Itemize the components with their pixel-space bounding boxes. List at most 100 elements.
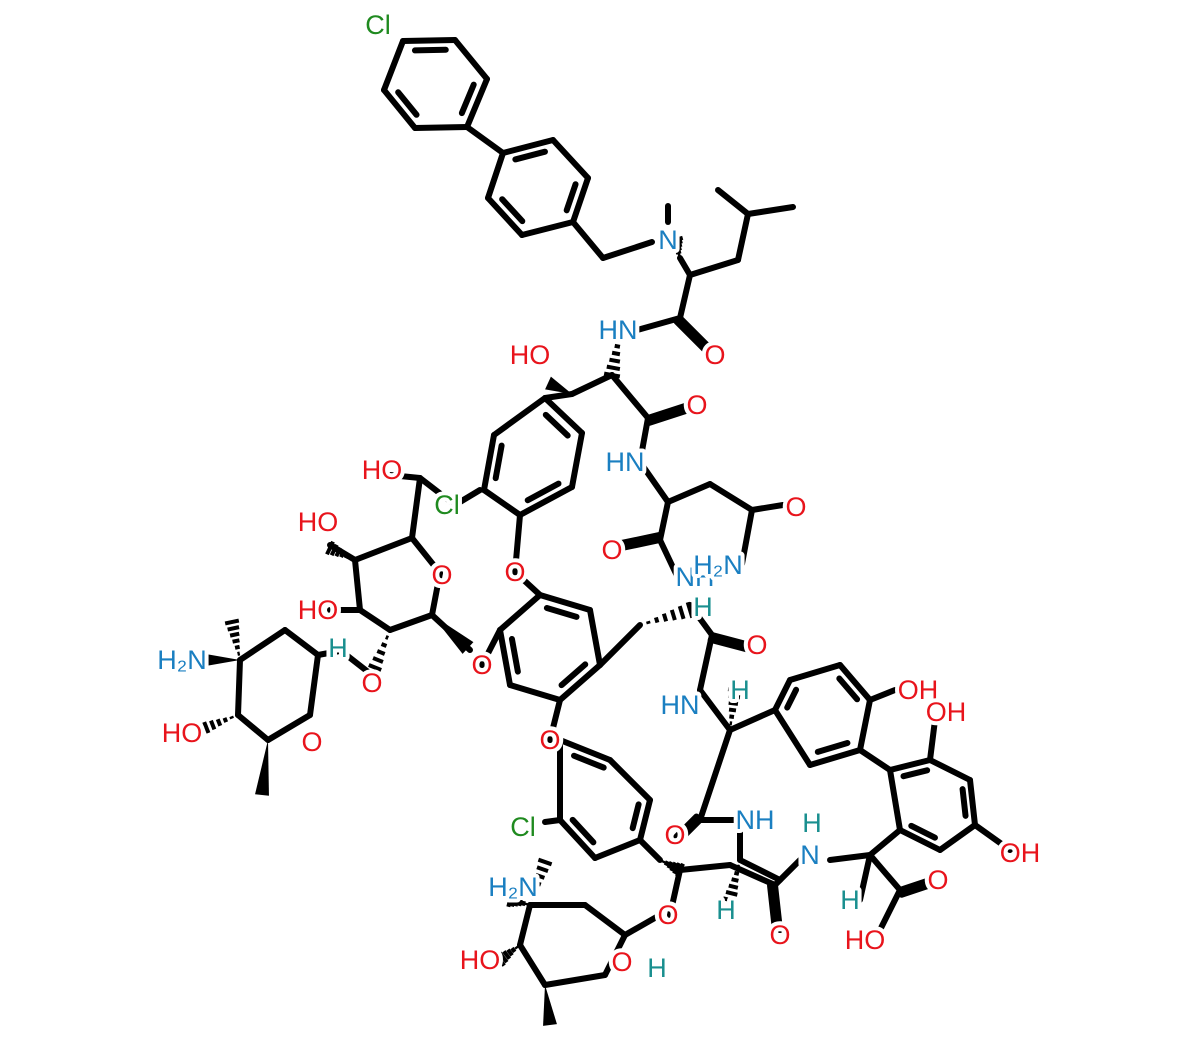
bond-49: [637, 415, 651, 465]
hash-bond-113: [380, 642, 388, 648]
hash-bond-28: [675, 249, 682, 255]
bond-43: [569, 372, 615, 397]
bond-99: [352, 557, 363, 613]
double-bond-36: [673, 318, 710, 355]
bond-121: [235, 657, 243, 718]
hash-bond-105: [339, 549, 346, 559]
aromatic-bond-56: [542, 411, 571, 439]
aromatic-bond-17: [563, 181, 579, 214]
bond-120: [235, 712, 271, 743]
atom-label-oh-2: OH: [926, 697, 967, 727]
hash-bond-32: [666, 235, 684, 245]
aromatic-bond-147: [629, 801, 642, 832]
aromatic-bond-58: [492, 442, 505, 482]
bond-216: [897, 827, 943, 853]
hash-bond-112: [385, 635, 389, 640]
bond-197: [697, 727, 733, 823]
hash-bond-155: [672, 862, 682, 875]
bond-205: [807, 747, 863, 768]
bond-13: [519, 219, 576, 238]
bond-158: [677, 862, 733, 873]
bond-34: [627, 315, 683, 335]
hash-bond-129: [232, 638, 240, 644]
double-bond-199: [673, 813, 700, 840]
hash-bond-133: [229, 715, 234, 720]
atom-label-ho-4: HO: [460, 945, 501, 975]
hash-bond-135: [215, 718, 223, 727]
hash-bond-193: [728, 700, 739, 706]
hash-bond-29: [673, 246, 682, 252]
atom-label-o-3: O: [785, 492, 806, 522]
atom-label-o-8: O: [657, 900, 678, 930]
bond-169: [622, 912, 663, 938]
bond-164: [582, 902, 628, 938]
atom-label-h2n-1: H₂N: [157, 645, 206, 675]
atom-label-o-4: O: [431, 560, 452, 590]
hash-bond-234: [725, 889, 738, 897]
bond-213: [927, 757, 973, 783]
atom-label-cl-top: Cl: [365, 10, 391, 40]
hash-bond-114: [376, 649, 386, 656]
atom-label-nh-2: NH: [736, 805, 775, 835]
aromatic-bond-207: [784, 686, 800, 711]
atom-label-o-2: O: [686, 390, 707, 420]
bond-118: [307, 652, 321, 718]
bond-143: [592, 837, 643, 861]
hash-bond-171: [524, 902, 529, 906]
bond-51: [569, 430, 585, 490]
hash-bond-230: [736, 864, 740, 869]
bond-4: [381, 87, 418, 131]
hash-bond-181: [536, 865, 549, 873]
hash-bond-30: [670, 242, 683, 250]
hash-bond-177: [530, 895, 535, 901]
hash-bond-172: [520, 900, 526, 907]
hash-bond-187: [498, 951, 509, 964]
hash-bond-134: [222, 717, 229, 723]
hash-bond-38: [614, 343, 621, 349]
bond-149: [542, 817, 563, 825]
hash-bond-107: [329, 543, 339, 557]
atom-label-cl-mid: Cl: [434, 490, 460, 520]
atom-label-o-6: O: [664, 820, 685, 850]
aromatic-bond-148: [569, 816, 597, 846]
hash-bond-137: [202, 721, 211, 734]
bond-202: [787, 662, 843, 683]
atom-label-h-2: H: [328, 633, 348, 663]
hash-bond-195: [727, 687, 743, 693]
bond-74: [497, 627, 513, 688]
hash-bond-108: [325, 540, 335, 556]
bond-140: [557, 737, 613, 763]
atom-label-o-9: O: [769, 920, 790, 950]
hash-bond-41: [606, 364, 621, 372]
atom-label-ho-sug1: HO: [298, 507, 339, 537]
bond-62: [665, 481, 713, 505]
bond-157: [667, 867, 683, 918]
bond-223: [867, 827, 903, 858]
hash-bond-183: [514, 945, 519, 950]
hash-bond-39: [611, 350, 621, 357]
bond-212: [887, 757, 933, 773]
bond-221: [927, 717, 938, 763]
bond-226: [897, 877, 933, 893]
hash-bond-27: [677, 252, 681, 258]
atom-label-o-link: O: [361, 668, 382, 698]
hash-bond-186: [502, 950, 512, 960]
bond-2: [464, 76, 490, 130]
hash-bond-106: [334, 546, 343, 558]
atom-label-o-ether3: O: [539, 725, 560, 755]
bond-52: [517, 484, 575, 518]
atom-label-nh-1: NH: [676, 562, 715, 592]
bond-25: [745, 204, 796, 217]
bond-123: [282, 627, 321, 658]
bond-0: [400, 37, 458, 44]
hash-bond-128: [234, 644, 241, 650]
hash-bond-132: [224, 618, 240, 626]
bond-82: [597, 622, 643, 668]
atom-label-h-3: H: [730, 675, 750, 705]
bond-70: [537, 592, 593, 613]
bond-80: [479, 627, 503, 668]
bond-225: [867, 852, 903, 893]
hash-bond-136: [209, 719, 217, 731]
